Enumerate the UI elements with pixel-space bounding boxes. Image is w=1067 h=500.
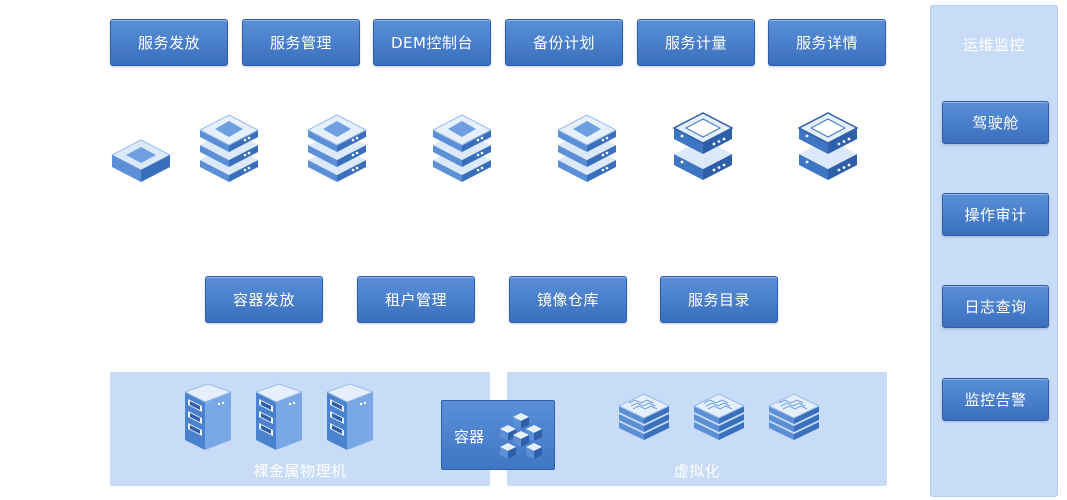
button-label: 驾驶舱 [972,114,1019,132]
tenant-management-button[interactable]: 租户管理 [357,276,475,323]
service-catalog-button[interactable]: 服务目录 [660,276,778,323]
dem-console-button[interactable]: DEM控制台 [373,19,491,66]
backup-plan-button[interactable]: 备份计划 [505,19,623,66]
button-label: 服务目录 [687,291,750,309]
server-stack-icon [556,114,618,182]
server-stack-icon [198,114,260,182]
service-details-button[interactable]: 服务详情 [768,19,886,66]
button-label: 租户管理 [384,291,447,309]
ops-monitoring-panel: 运维监控 驾驶舱 操作审计 日志查询 监控告警 [930,5,1058,497]
button-label: 监控告警 [964,391,1027,409]
service-metering-button[interactable]: 服务计量 [637,19,755,66]
ops-monitoring-title: 运维监控 [962,36,1025,54]
rack-server-icon [797,112,859,180]
virtual-server-icon [617,393,671,440]
button-label: 服务发放 [137,34,200,52]
virtual-server-icon [767,393,821,440]
log-query-button[interactable]: 日志查询 [942,285,1049,328]
button-label: 容器发放 [232,291,295,309]
button-label: 服务计量 [664,34,727,52]
physical-server-icon [254,383,304,450]
operation-audit-button[interactable]: 操作审计 [942,193,1049,236]
button-label: 镜像仓库 [536,291,599,309]
container-cubes-icon [500,413,542,459]
physical-server-icon [325,383,375,450]
button-label: 备份计划 [532,34,595,52]
container-provisioning-button[interactable]: 容器发放 [205,276,323,323]
dashboard-button[interactable]: 驾驶舱 [942,101,1049,144]
container-box[interactable]: 容器 [441,400,555,470]
virtual-server-icon [692,393,746,440]
server-stack-icon [306,114,368,182]
button-label: 操作审计 [964,206,1027,224]
container-label: 容器 [454,428,485,446]
button-label: 服务详情 [795,34,858,52]
flat-device-icon [110,139,172,182]
button-label: 服务管理 [269,34,332,52]
server-stack-icon [431,114,493,182]
bare-metal-label: 裸金属物理机 [253,462,347,480]
image-repository-button[interactable]: 镜像仓库 [509,276,627,323]
button-label: 日志查询 [964,298,1027,316]
service-management-button[interactable]: 服务管理 [242,19,360,66]
rack-server-icon [672,112,734,180]
monitoring-alerts-button[interactable]: 监控告警 [942,378,1049,421]
service-provisioning-button[interactable]: 服务发放 [110,19,228,66]
button-label: DEM控制台 [391,34,473,52]
virtualization-label: 虚拟化 [673,462,721,480]
physical-server-icon [183,383,233,450]
